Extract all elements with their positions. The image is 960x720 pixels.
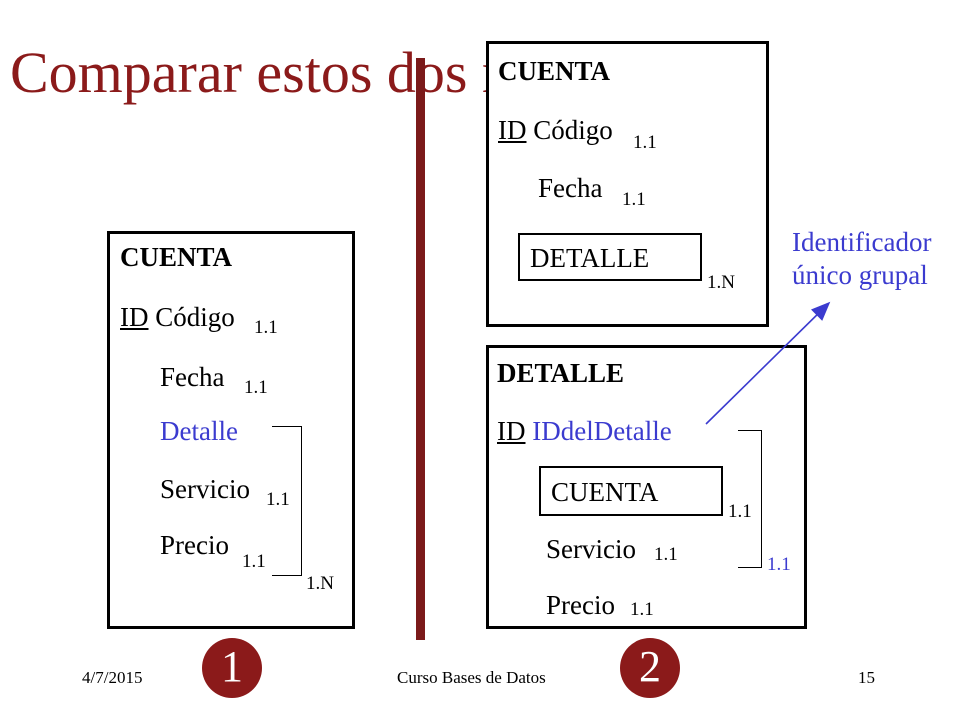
footer-page-number: 15: [858, 668, 875, 687]
attr-codigo: Código: [155, 302, 235, 332]
model2-group-card: 1.1: [767, 554, 791, 575]
model2-detalle-card: 1.N: [707, 272, 735, 293]
model2-cuenta-fecha: Fecha: [538, 173, 603, 203]
id-marker: ID: [497, 416, 526, 446]
model2-detalle-ref-box: [518, 233, 702, 281]
model2-servicio: Servicio: [546, 534, 636, 564]
model2-cuenta-heading: CUENTA: [498, 56, 611, 86]
annotation-identificador: Identificador único grupal: [792, 226, 931, 292]
model1-entity-box: [107, 231, 355, 629]
model2-detalle-heading: DETALLE: [497, 358, 625, 388]
model2-cuenta-id-row: ID Código: [498, 115, 613, 145]
annotation-line1: Identificador: [792, 227, 932, 257]
model2-cuenta-id-card: 1.1: [633, 132, 657, 153]
model1-servicio-card: 1.1: [266, 489, 290, 510]
model2-group-bracket: [738, 430, 762, 568]
model1-id-card: 1.1: [254, 317, 278, 338]
model2-precio: Precio: [546, 590, 615, 620]
model2-detalle-ref-label: DETALLE: [530, 243, 650, 273]
model2-cuenta-ref-box: [539, 466, 723, 516]
model1-fecha-card: 1.1: [244, 377, 268, 398]
model1-servicio: Servicio: [160, 474, 250, 504]
model1-group-bracket: [272, 426, 302, 576]
model2-badge: 2: [620, 638, 680, 698]
model1-group-detalle: Detalle: [160, 416, 238, 446]
attr-iddeldetalle: IDdelDetalle: [532, 416, 672, 446]
model2-servicio-card: 1.1: [654, 544, 678, 565]
footer-date: 4/7/2015: [82, 668, 143, 687]
footer-course: Curso Bases de Datos: [397, 668, 546, 687]
model2-precio-card: 1.1: [630, 599, 654, 620]
model2-cuenta-ref-card: 1.1: [728, 501, 752, 522]
model1-precio: Precio: [160, 530, 229, 560]
annotation-line2: único grupal: [792, 260, 928, 290]
model2-cuenta-ref-label: CUENTA: [551, 477, 659, 507]
model2-detalle-id-row: ID IDdelDetalle: [497, 416, 672, 446]
model2-cuenta-fecha-card: 1.1: [622, 189, 646, 210]
model1-fecha: Fecha: [160, 362, 225, 392]
model1-precio-card: 1.1: [242, 551, 266, 572]
id-marker: ID: [120, 302, 149, 332]
model1-heading: CUENTA: [120, 242, 233, 272]
model1-group-card: 1.N: [306, 573, 334, 594]
attr-codigo: Código: [533, 115, 613, 145]
model1-badge: 1: [202, 638, 262, 698]
id-marker: ID: [498, 115, 527, 145]
vertical-divider: [416, 58, 425, 640]
model1-id-row: ID Código: [120, 302, 235, 332]
